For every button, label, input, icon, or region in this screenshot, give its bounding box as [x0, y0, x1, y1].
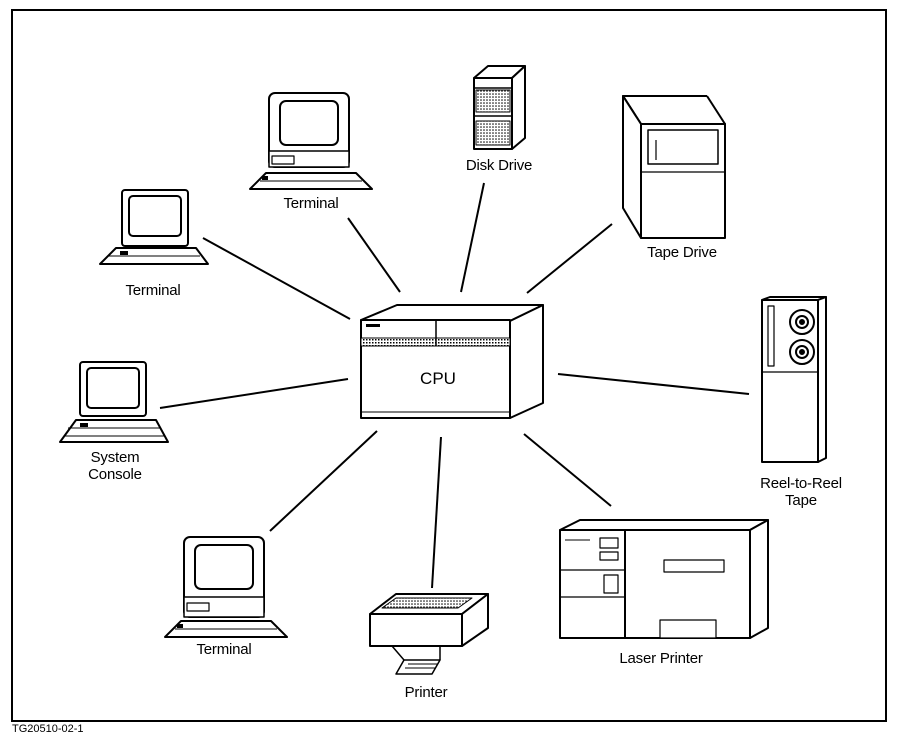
laser-printer-icon — [559, 519, 769, 639]
line-laser-printer — [523, 433, 612, 507]
terminal-top-icon — [249, 92, 373, 190]
cpu-label: CPU — [420, 369, 456, 388]
tape-drive-icon — [622, 95, 726, 239]
figure-id: TG20510-02-1 — [12, 723, 84, 735]
connector-lines — [159, 182, 750, 589]
line-terminal-left — [202, 237, 351, 320]
reel-to-reel-icon — [761, 296, 827, 463]
line-disk-drive — [460, 182, 485, 293]
disk-drive-label: Disk Drive — [465, 157, 533, 174]
tape-drive-label: Tape Drive — [647, 244, 717, 261]
line-terminal-bottom — [269, 430, 378, 532]
line-terminal-top — [347, 217, 401, 293]
system-console-label: System Console — [88, 449, 142, 483]
reel-to-reel-label: Reel-to-Reel Tape — [760, 475, 842, 509]
diagram-frame — [11, 9, 887, 722]
terminal-top-label: Terminal — [283, 195, 339, 212]
line-reel-to-reel — [557, 373, 750, 395]
terminal-bottom-label: Terminal — [196, 641, 252, 658]
printer-label: Printer — [404, 684, 448, 701]
printer-icon — [369, 593, 489, 675]
laser-printer-label: Laser Printer — [619, 650, 703, 667]
line-printer — [431, 436, 442, 589]
terminal-left-icon — [99, 189, 209, 265]
disk-drive-icon — [473, 65, 526, 150]
cpu-icon — [360, 304, 544, 419]
terminal-bottom-icon — [164, 536, 288, 638]
system-console-icon — [59, 361, 169, 443]
terminal-left-label: Terminal — [125, 282, 181, 299]
line-tape-drive — [526, 223, 613, 294]
line-system-console — [159, 378, 349, 409]
